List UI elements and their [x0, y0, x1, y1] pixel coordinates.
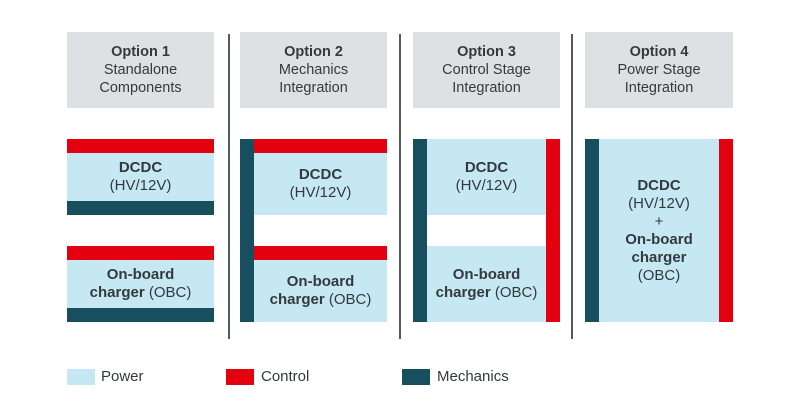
option-2-obc-line2: charger (OBC): [270, 291, 372, 309]
option-2-dcdc-power-block: DCDC (HV/12V): [254, 153, 387, 215]
option-2-obc-control-bar: [254, 246, 387, 260]
legend-swatch-control: [226, 369, 254, 385]
option-3-obc-line1: On-board: [452, 266, 521, 283]
legend-label-mechanics: Mechanics: [437, 368, 509, 385]
option-3-title: Option 3: [457, 44, 516, 60]
option-3-obc-charger: charger: [435, 284, 491, 301]
option-2-subtitle-line2: Integration: [279, 80, 348, 96]
option-1-obc-line1: On-board: [106, 266, 175, 283]
option-4-dcdc-name: DCDC: [637, 176, 681, 194]
option-1-subtitle-line2: Components: [99, 80, 182, 96]
option-1-dcdc-mechanics-bar: [67, 201, 214, 215]
option-3-mechanics-frame-left: [413, 139, 427, 322]
option-1-header: Option 1 Standalone Components: [67, 32, 214, 108]
option-2-dcdc-sub: (HV/12V): [289, 184, 352, 201]
option-3-control-bar-right: [546, 139, 560, 322]
option-1-dcdc-sub: (HV/12V): [109, 177, 172, 194]
option-1-obc-charger: charger: [89, 284, 145, 301]
option-3-header: Option 3 Control Stage Integration: [413, 32, 560, 108]
option-2-obc-line1: On-board: [286, 273, 355, 290]
option-4-dcdc-sub: (HV/12V): [628, 194, 690, 212]
option-4-control-bar-right: [719, 139, 733, 322]
option-2-title: Option 2: [284, 44, 343, 60]
option-1-dcdc-power-block: DCDC (HV/12V): [67, 153, 214, 201]
option-3-subtitle-line1: Control Stage: [442, 62, 531, 78]
column-divider-1: [228, 34, 230, 339]
legend-swatch-mechanics: [402, 369, 430, 385]
option-1-title: Option 1: [111, 44, 170, 60]
option-4-mechanics-frame-left: [585, 139, 599, 322]
option-4-obc-line3: (OBC): [637, 266, 681, 284]
option-2-mechanics-frame-left: [240, 139, 254, 322]
option-1-dcdc-control-bar: [67, 139, 214, 153]
legend-label-control: Control: [261, 368, 310, 385]
option-4-subtitle-line2: Integration: [624, 80, 694, 96]
option-3-dcdc-sub: (HV/12V): [455, 177, 518, 194]
option-2-dcdc-name: DCDC: [298, 166, 343, 183]
column-divider-3: [571, 34, 573, 339]
option-2-obc-charger: charger: [269, 291, 325, 308]
option-1-subtitle-line1: Standalone: [103, 62, 178, 78]
option-1-obc-mechanics-bar: [67, 308, 214, 322]
option-3-obc-line2: charger (OBC): [436, 284, 538, 302]
column-divider-2: [399, 34, 401, 339]
option-4-obc-line1: On-board: [625, 230, 693, 248]
option-4-header: Option 4 Power Stage Integration: [585, 32, 733, 108]
option-3-dcdc-name: DCDC: [464, 159, 509, 176]
option-2-header: Option 2 Mechanics Integration: [240, 32, 387, 108]
option-1-obc-control-bar: [67, 246, 214, 260]
option-4-title: Option 4: [629, 44, 689, 60]
option-2-obc-power-block: On-board charger (OBC): [254, 260, 387, 322]
option-3-obc-abbr: (OBC): [490, 284, 538, 301]
legend-swatch-power: [67, 369, 95, 385]
option-3-dcdc-power-block: DCDC (HV/12V): [427, 139, 546, 215]
option-4-obc-line2: charger: [631, 248, 687, 266]
option-4-combined-power-block: DCDC (HV/12V) + On-board charger (OBC): [599, 139, 719, 322]
option-1-dcdc-name: DCDC: [118, 159, 163, 176]
option-4-subtitle-line1: Power Stage: [617, 62, 701, 78]
legend-label-power: Power: [101, 368, 144, 385]
option-1-obc-abbr: (OBC): [144, 284, 192, 301]
option-1-obc-line2: charger (OBC): [90, 284, 192, 302]
option-1-obc-power-block: On-board charger (OBC): [67, 260, 214, 308]
option-2-dcdc-control-bar: [254, 139, 387, 153]
option-3-subtitle-line2: Integration: [452, 80, 521, 96]
option-2-obc-abbr: (OBC): [324, 291, 372, 308]
option-4-plus: +: [654, 212, 664, 230]
option-2-subtitle-line1: Mechanics: [278, 62, 349, 78]
option-3-obc-power-block: On-board charger (OBC): [427, 246, 546, 322]
